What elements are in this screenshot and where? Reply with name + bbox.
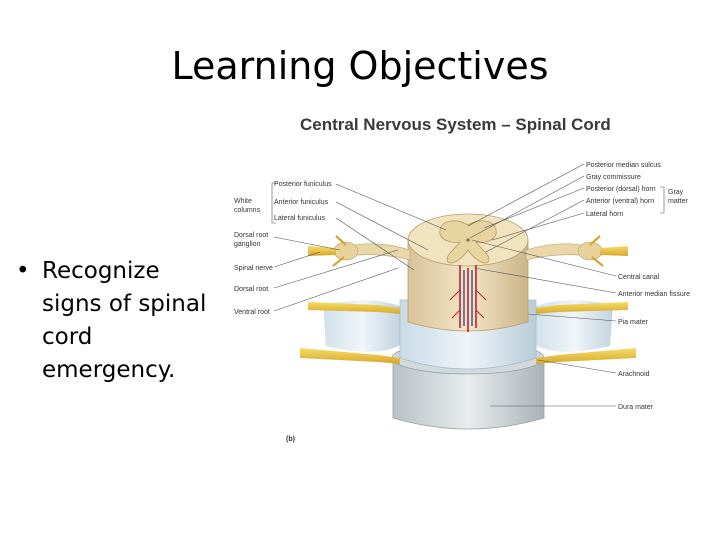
label-white-columns-1: White xyxy=(234,198,252,205)
label-central-canal: Central canal xyxy=(618,274,660,281)
label-ventral-root: Ventral root xyxy=(234,309,270,316)
label-lateral-funiculus: Lateral funiculus xyxy=(274,215,325,222)
label-posterior-horn: Posterior (dorsal) horn xyxy=(586,186,656,193)
label-anterior-funiculus: Anterior funiculus xyxy=(274,199,329,206)
label-dorsal-root-ganglion-1: Dorsal root xyxy=(234,232,268,239)
label-gray-matter-2: matter xyxy=(668,198,689,205)
lower-spinal-nerves xyxy=(300,302,636,364)
label-spinal-nerve: Spinal nerve xyxy=(234,265,273,272)
objective-item: • Recognize signs of spinal cord emergen… xyxy=(14,255,214,387)
objective-list: • Recognize signs of spinal cord emergen… xyxy=(14,255,214,387)
panel-label: (b) xyxy=(286,436,295,443)
spinal-cord-body xyxy=(407,213,529,332)
label-pia-mater: Pia mater xyxy=(618,319,649,326)
bullet-dot-icon: • xyxy=(16,258,30,284)
leader-lines xyxy=(271,163,665,407)
label-white-columns-2: columns xyxy=(234,207,261,214)
label-lateral-horn: Lateral horn xyxy=(586,211,623,218)
label-dorsal-root: Dorsal root xyxy=(234,286,268,293)
label-arachnoid: Arachnoid xyxy=(618,371,650,378)
label-gray-commissure: Gray commissure xyxy=(586,174,641,181)
label-posterior-median-sulcus: Posterior median sulcus xyxy=(586,162,661,169)
objective-text: Recognize signs of spinal cord emergency… xyxy=(42,258,207,383)
spinal-cord-figure: Central Nervous System – Spinal Cord xyxy=(228,100,698,460)
label-anterior-median-fissure: Anterior median fissure xyxy=(618,291,690,298)
label-gray-matter-1: Gray xyxy=(668,189,684,196)
upper-spinal-nerves xyxy=(308,235,628,267)
label-dorsal-root-ganglion-2: ganglion xyxy=(234,241,261,248)
label-anterior-horn: Anterior (ventral) horn xyxy=(586,198,654,205)
right-labels: Posterior median sulcus Gray commissure … xyxy=(586,162,690,411)
label-posterior-funiculus: Posterior funiculus xyxy=(274,181,332,188)
left-labels: Posterior funiculus Anterior funiculus L… xyxy=(234,181,332,316)
spinal-cord-illustration: Central Nervous System – Spinal Cord xyxy=(234,115,690,443)
figure-title: Central Nervous System – Spinal Cord xyxy=(300,115,611,134)
label-dura-mater: Dura mater xyxy=(618,404,654,411)
slide-title: Learning Objectives xyxy=(171,44,549,88)
